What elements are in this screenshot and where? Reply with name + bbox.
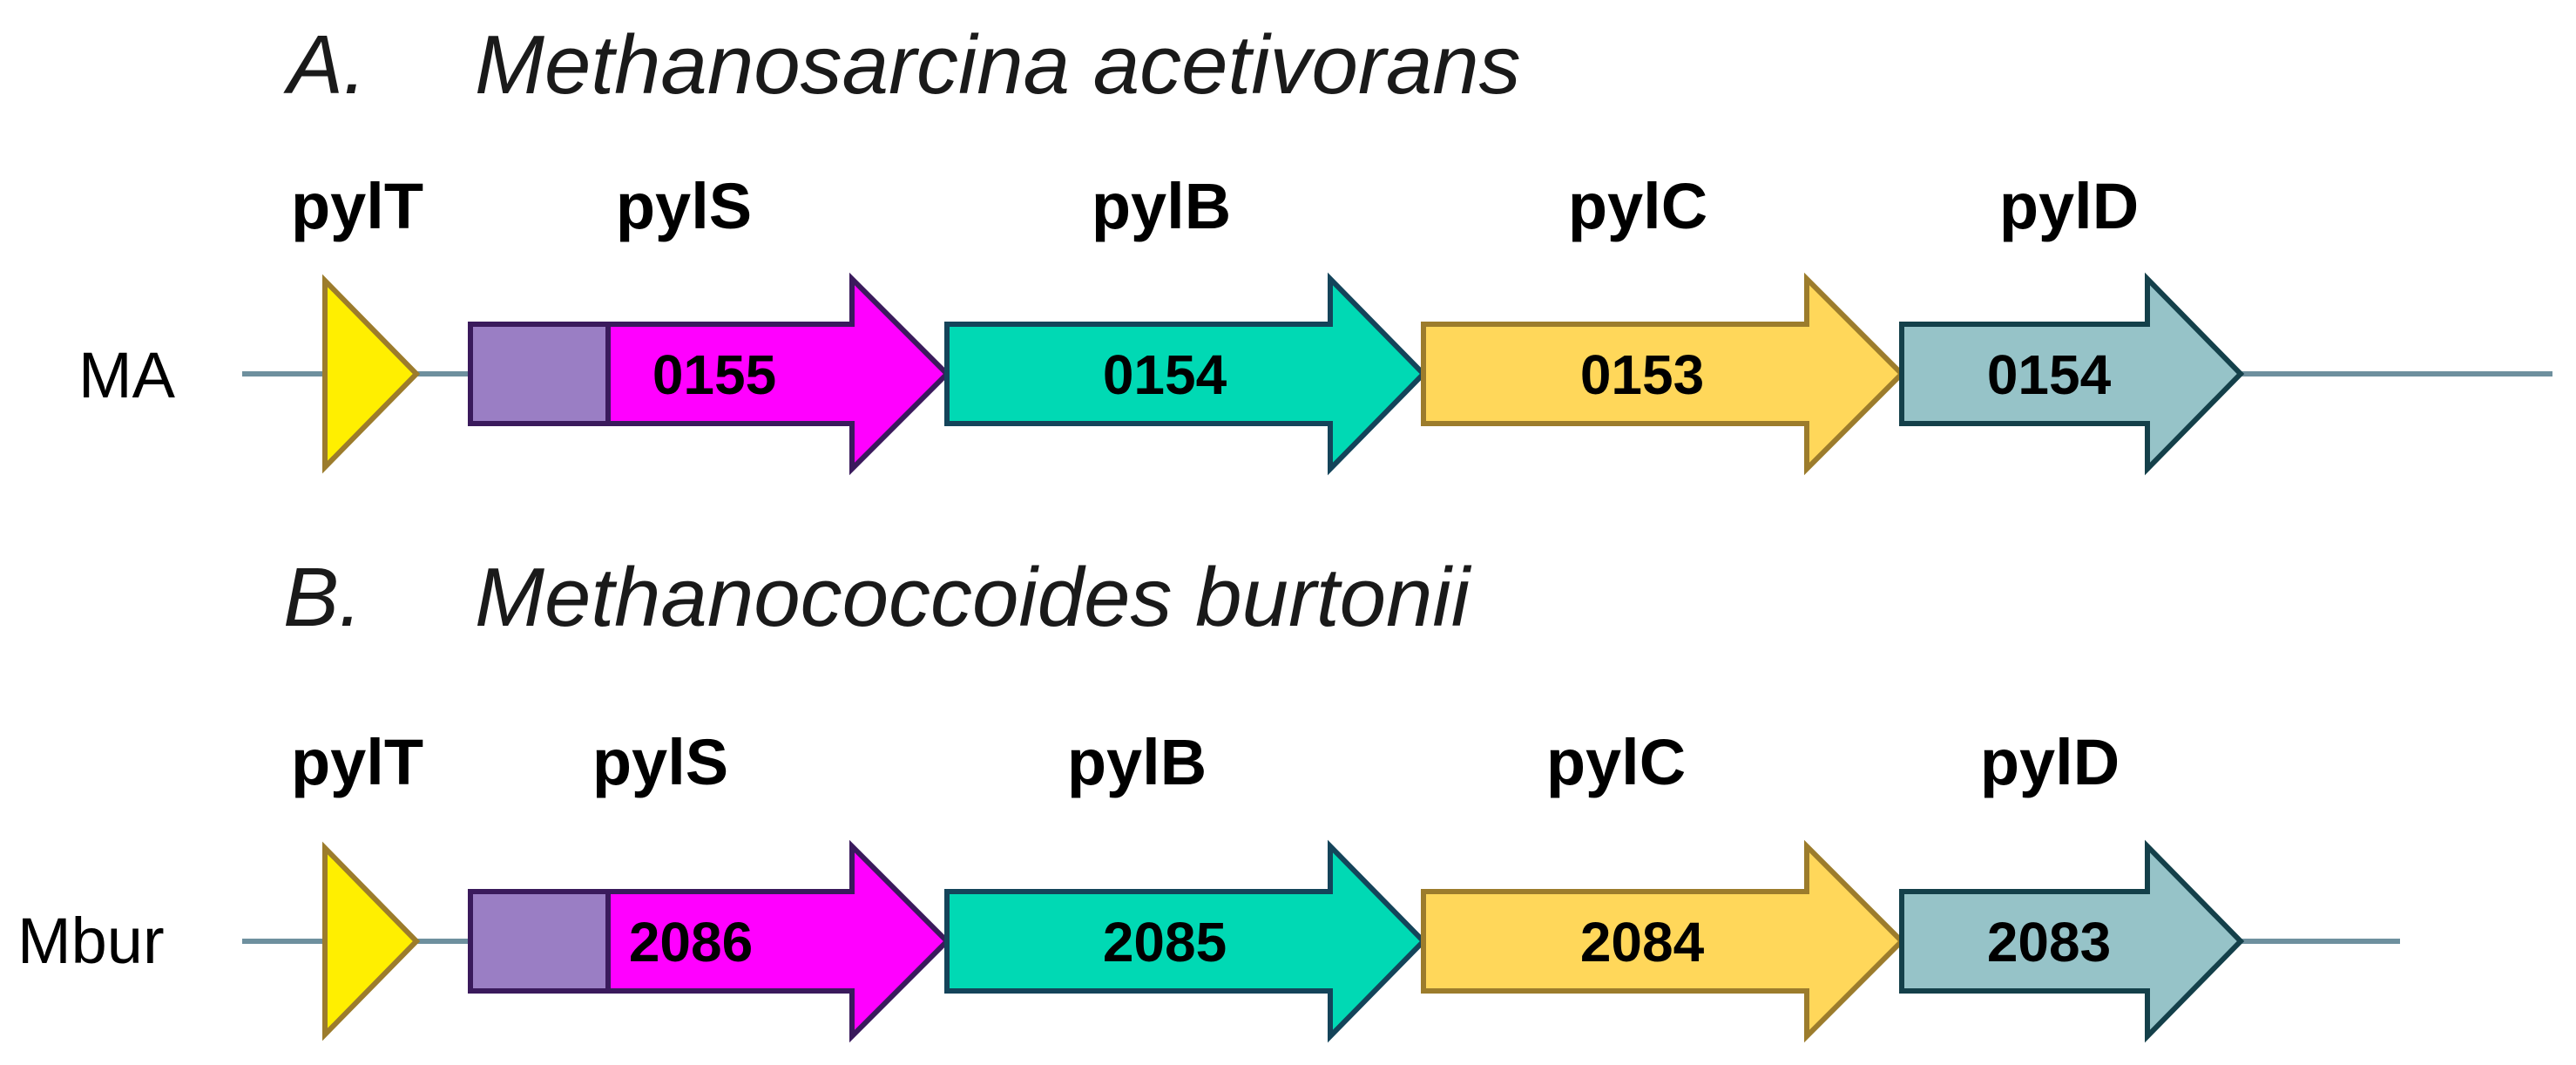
panel-a-pyls-id: 0155	[652, 343, 776, 406]
panel-b-pylb-id: 2085	[1103, 911, 1227, 973]
panel-b-pyls-id: 2086	[629, 911, 753, 973]
panel-b-gene-name-pylb: pylB	[1067, 726, 1207, 798]
panel-b-row-label: Mbur	[17, 905, 165, 977]
panel-a-pylb-id: 0154	[1103, 343, 1227, 406]
panel-b-gene-name-pyls: pylS	[592, 726, 728, 798]
panel-b-pylb-arrow	[944, 839, 1428, 1043]
panel-a-pyld-id: 0154	[1987, 343, 2112, 406]
panel-a-letter: A.	[283, 18, 367, 112]
panel-a-pyld-arrow	[1899, 272, 2245, 476]
panel-b-pyls-n-terminal-domain	[468, 889, 611, 994]
panel-b-gene-name-pyld: pylD	[1980, 726, 2120, 798]
panel-a-pylc-arrow	[1421, 272, 1906, 476]
panel-b-gene-name-pylt: pylT	[291, 726, 423, 798]
panel-b-pylc-arrow	[1421, 839, 1906, 1043]
panel-a-gene-name-pylb: pylB	[1092, 170, 1231, 242]
panel-a-gene-name-pyld: pylD	[1999, 170, 2139, 242]
panel-b-gene-name-pylc: pylC	[1546, 726, 1686, 798]
panel-a-pylt-trna-triangle	[322, 274, 421, 474]
panel-b-species-name: Methanococcoides burtonii	[475, 551, 1472, 644]
panel-b-pyld-id: 2083	[1987, 911, 2111, 973]
panel-a-gene-name-pylc: pylC	[1568, 170, 1707, 242]
panel-b-letter: B.	[283, 551, 362, 644]
panel-a-row-label: MA	[78, 339, 176, 411]
panel-a-gene-name-pylt: pylT	[291, 170, 423, 242]
panel-a-pylb-arrow	[944, 272, 1428, 476]
panel-a-pyls-n-terminal-domain	[468, 322, 611, 426]
panel-b-pylt-trna-triangle	[322, 841, 421, 1041]
panel-b-pylc-id: 2084	[1580, 911, 1705, 973]
panel-b: B. Methanococcoides burtonii pylT pylS p…	[17, 551, 2400, 1043]
panel-a-species-name: Methanosarcina acetivorans	[475, 18, 1521, 112]
panel-a-gene-name-pyls: pylS	[616, 170, 752, 242]
panel-a: A. Methanosarcina acetivorans pylT pylS …	[78, 18, 2552, 476]
panel-b-pyld-arrow	[1899, 839, 2245, 1043]
panel-a-pylc-id: 0153	[1580, 343, 1704, 406]
